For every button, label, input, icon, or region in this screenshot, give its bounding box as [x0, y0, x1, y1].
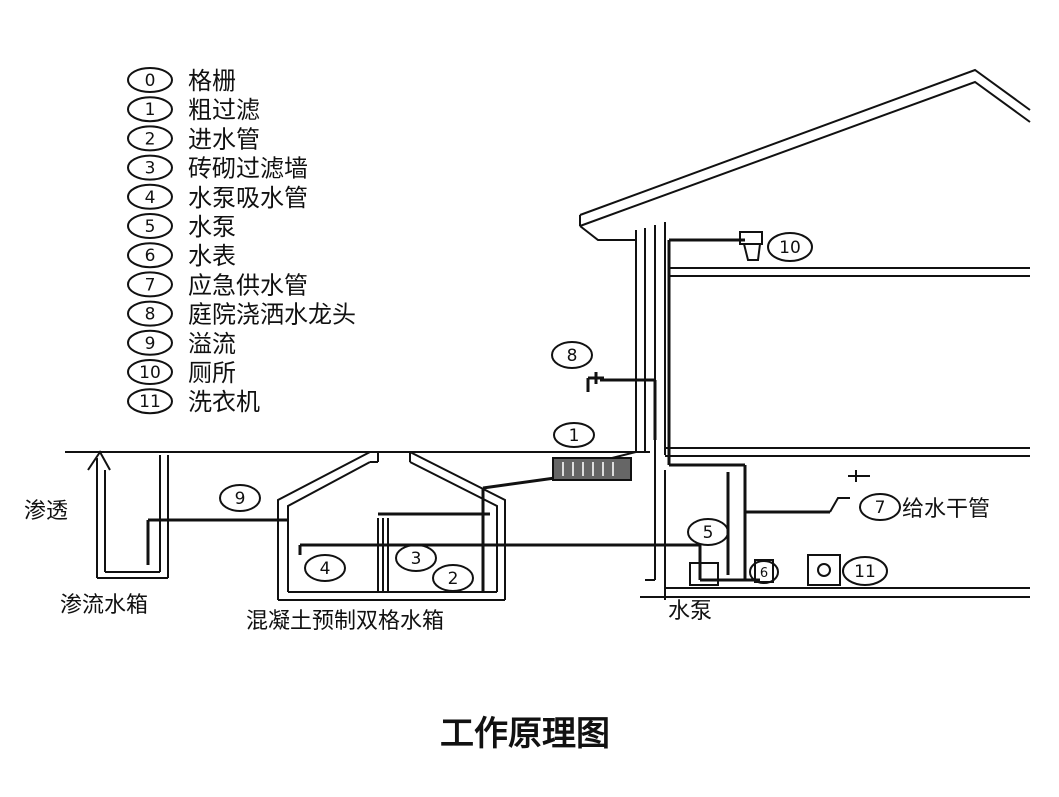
main-pipe-stub [829, 470, 870, 513]
legend-number: 4 [145, 188, 156, 208]
garden-tap [586, 372, 604, 392]
legend-label: 厕所 [188, 359, 236, 387]
marker-10: 10 [779, 238, 801, 258]
legend-number: 3 [145, 159, 156, 179]
legend-label: 洗衣机 [188, 388, 260, 416]
marker-3: 3 [411, 549, 422, 569]
marker-2: 2 [448, 569, 459, 589]
seepage-label: 渗透 [24, 499, 68, 524]
legend-label: 庭院浇洒水龙头 [188, 301, 356, 329]
legend-label: 粗过滤 [188, 96, 260, 124]
marker-9: 9 [235, 489, 246, 509]
legend-number: 1 [145, 100, 156, 120]
marker-10-circle [767, 232, 813, 262]
toilet-fixture [739, 231, 763, 261]
legend-number-circle [127, 242, 173, 269]
marker-8: 8 [567, 346, 578, 366]
marker-7-circle [859, 493, 901, 521]
marker-8-circle [551, 341, 593, 369]
seepage-pipe [146, 518, 288, 565]
legend-number: 11 [139, 392, 161, 412]
legend-label: 水泵 [188, 213, 236, 241]
legend-item: 11 洗衣机 [127, 388, 260, 416]
callout-numbers: 1 2 3 4 5 6 7 8 9 10 11 [235, 238, 886, 589]
legend-number: 6 [145, 246, 156, 266]
main-pipe-label: 给水干管 [902, 497, 990, 522]
concrete-tank [277, 451, 506, 601]
legend-item: 7 应急供水管 [127, 271, 308, 299]
legend-number: 7 [145, 275, 156, 295]
legend-item: 1 粗过滤 [127, 96, 260, 124]
legend-number-circle [127, 359, 173, 385]
legend-item: 10 厕所 [127, 359, 236, 387]
legend-number-circle [127, 300, 173, 327]
legend-item: 5 水泵 [127, 213, 236, 241]
marker-5-circle [687, 518, 729, 546]
legend-item: 3 砖砌过滤墙 [127, 154, 308, 183]
pump-label: 水泵 [668, 599, 712, 624]
legend-number: 0 [145, 71, 156, 91]
diagram-caption: 工作原理图 [440, 714, 610, 754]
pump-box [689, 562, 719, 586]
marker-1-circle [553, 422, 595, 448]
legend-number-circle [127, 213, 173, 239]
marker-1: 1 [569, 426, 580, 446]
seepage-tank [87, 450, 169, 579]
legend-item: 4 水泵吸水管 [127, 183, 308, 212]
legend-number-circle [127, 67, 173, 93]
legend-label: 砖砌过滤墙 [188, 155, 308, 183]
legend-number: 9 [145, 334, 156, 354]
concrete-tank-label: 混凝土预制双格水箱 [246, 609, 444, 634]
marker-6: 6 [760, 566, 768, 581]
coarse-filter [552, 457, 632, 481]
tank-pipes [298, 476, 700, 592]
marker-9-circle [219, 484, 261, 512]
legend-item: 6 水表 [127, 242, 236, 270]
marker-3-circle [395, 544, 437, 572]
legend-number: 2 [145, 129, 156, 149]
legend-number-circle [127, 125, 173, 152]
legend-item: 0 格栅 [127, 67, 236, 95]
legend-label: 溢流 [188, 330, 236, 358]
legend-label: 水表 [188, 242, 236, 270]
legend-label: 格栅 [188, 67, 236, 95]
legend-number: 5 [145, 217, 156, 237]
house-pipes [600, 238, 830, 582]
marker-6-circle [749, 560, 779, 584]
legend-number: 10 [139, 363, 161, 383]
callouts [219, 232, 901, 592]
legend-number-circle [127, 96, 173, 123]
legend-item: 9 溢流 [127, 329, 236, 358]
marker-5: 5 [703, 523, 714, 543]
marker-11-circle [842, 556, 888, 586]
legend-number-circle [127, 183, 173, 210]
marker-2-circle [432, 564, 474, 592]
marker-4-circle [304, 554, 346, 582]
legend-number-circle [127, 154, 173, 181]
legend-number: 8 [145, 305, 156, 325]
marker-4: 4 [320, 559, 331, 579]
legend: 0 格栅 1 粗过滤 2 进水管 3 砖砌过滤墙 4 水泵吸水管 5 水泵 6 水表 7 应急供水管 8 庭院浇洒… [127, 67, 356, 416]
seepage-tank-label: 渗流水箱 [60, 593, 148, 618]
marker-7: 7 [875, 498, 886, 518]
house [579, 68, 1031, 600]
legend-item: 2 进水管 [127, 125, 260, 153]
legend-label: 应急供水管 [188, 271, 308, 299]
legend-item: 8 庭院浇洒水龙头 [127, 300, 356, 329]
washing-machine [807, 554, 841, 586]
legend-number-circle [127, 271, 173, 298]
legend-label: 水泵吸水管 [188, 184, 308, 212]
legend-number-circle [127, 329, 173, 356]
legend-number-circle [127, 388, 173, 415]
marker-11: 11 [854, 562, 876, 582]
legend-label: 进水管 [188, 125, 260, 153]
